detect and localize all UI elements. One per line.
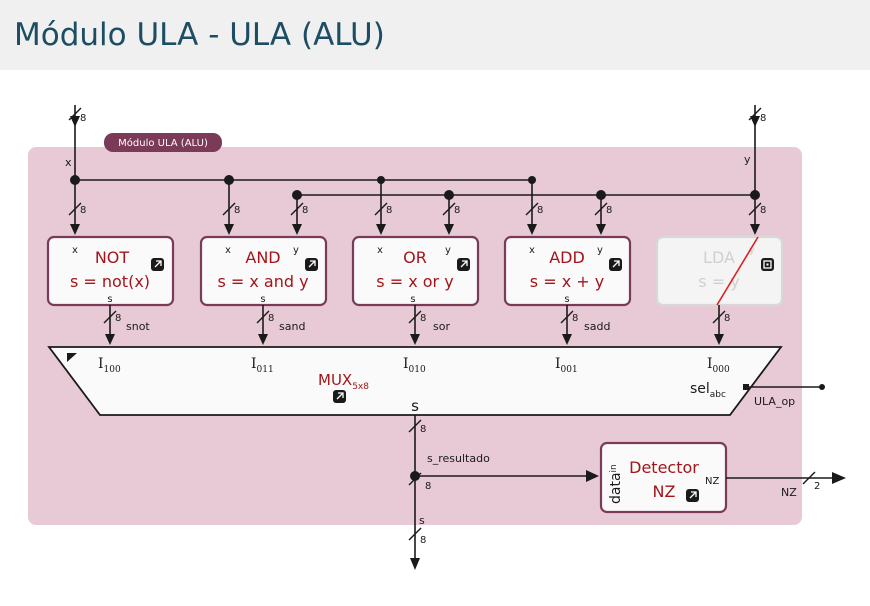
width-label: 8 <box>302 205 308 216</box>
port-label: s <box>107 294 112 305</box>
open-subcircuit-icon[interactable] <box>333 390 346 403</box>
mux-input-i001: I001 <box>555 356 578 375</box>
open-subcircuit-icon[interactable] <box>609 258 622 271</box>
width-label: 8 <box>537 205 543 216</box>
signal-x-label: x <box>65 156 72 169</box>
arrow-output-s <box>410 558 420 570</box>
block-lda-disabled[interactable]: y LDA s = y <box>655 235 784 307</box>
port-label: s <box>410 294 415 305</box>
port-label: s <box>564 294 569 305</box>
detector-title-line2: NZ <box>653 482 676 501</box>
signal-snot-label: snot <box>126 320 150 333</box>
wire-x <box>74 105 533 232</box>
signal-nz-label: NZ <box>781 486 797 499</box>
width-label: 8 <box>234 205 240 216</box>
wire-s-resultado <box>414 415 590 560</box>
signal-sand-label: sand <box>279 320 305 333</box>
block-not[interactable]: x NOT s = not(x) s <box>46 235 175 307</box>
width-label: 8 <box>386 205 392 216</box>
port-label: y <box>749 245 755 256</box>
width-label: 8 <box>454 205 460 216</box>
port-label: s <box>260 294 265 305</box>
width-label: 8 <box>572 313 578 324</box>
target-icon[interactable] <box>761 258 774 271</box>
signal-s-resultado-label: s_resultado <box>427 452 490 465</box>
junction-dots <box>70 175 760 200</box>
mux-output-label: s <box>411 397 419 415</box>
block-or[interactable]: x y OR s = x or y s <box>351 235 480 307</box>
bus-width-labels: 8 8 8 8 8 8 8 8 8 8 8 8 8 8 8 8 8 8 2 <box>80 113 820 546</box>
wire-ula-op <box>743 384 825 390</box>
open-subcircuit-icon[interactable] <box>151 258 164 271</box>
block-expression: s = x and y <box>217 272 308 291</box>
block-output-wires <box>109 305 720 338</box>
page-title: Módulo ULA - ULA (ALU) <box>14 17 385 53</box>
detector-input-label: datain <box>608 464 624 504</box>
detector-title-line1: Detector <box>629 458 699 477</box>
block-title: NOT <box>95 248 130 267</box>
width-label: 8 <box>115 313 121 324</box>
corner-marker-icon <box>67 353 77 362</box>
mux-input-i000: I000 <box>707 356 730 375</box>
width-label: 8 <box>420 313 426 324</box>
detector-nz[interactable]: datain Detector NZ NZ <box>599 441 728 514</box>
port-label: y <box>293 245 299 256</box>
width-label: 8 <box>420 424 426 435</box>
module-tag-label: Módulo ULA (ALU) <box>118 137 208 149</box>
width-label: 8 <box>420 535 426 546</box>
mux-input-i100: I100 <box>98 356 121 375</box>
input-arrows-top <box>70 116 760 127</box>
block-title: OR <box>403 248 427 267</box>
block-expression: s = y <box>698 272 739 291</box>
port-label: x <box>72 245 78 256</box>
port-label: x <box>225 245 231 256</box>
width-label: 8 <box>760 205 766 216</box>
block-add[interactable]: x y ADD s = x + y s <box>503 235 632 307</box>
arrow-nz <box>832 472 846 484</box>
module-tag <box>104 133 222 152</box>
strike-line <box>716 236 759 306</box>
width-label: 8 <box>268 313 274 324</box>
block-title: ADD <box>549 248 585 267</box>
mux-input-i011: I011 <box>251 356 274 375</box>
signal-sadd-label: sadd <box>584 320 610 333</box>
block-and[interactable]: x y AND s = x and y s <box>199 235 328 307</box>
signal-s-label: s <box>419 514 425 527</box>
width-label: 8 <box>80 113 86 124</box>
width-label: 8 <box>425 481 431 492</box>
mux-select-label: selabc <box>690 381 726 400</box>
width-label: 8 <box>724 313 730 324</box>
width-label: 8 <box>606 205 612 216</box>
block-expression: s = x + y <box>530 272 604 291</box>
signal-sor-label: sor <box>433 320 450 333</box>
port-label: x <box>377 245 383 256</box>
mux-title: MUX5x8 <box>318 371 369 392</box>
junction-dot <box>410 471 420 481</box>
open-subcircuit-icon[interactable] <box>686 489 699 502</box>
open-subcircuit-icon[interactable] <box>457 258 470 271</box>
block-input-arrows <box>70 224 760 235</box>
block-title: AND <box>245 248 280 267</box>
title-bar: Módulo ULA - ULA (ALU) <box>0 0 870 70</box>
port-label: x <box>529 245 535 256</box>
block-expression: s = x or y <box>376 272 453 291</box>
open-subcircuit-icon[interactable] <box>305 258 318 271</box>
mux-input-i010: I010 <box>403 356 426 375</box>
detector-output-label: NZ <box>705 476 719 487</box>
arrow-to-detector <box>586 470 599 482</box>
port-label: y <box>445 245 451 256</box>
port-label: y <box>597 245 603 256</box>
mux-5x8[interactable]: I100 I011 I010 I001 I000 MUX5x8 s selabc <box>47 346 783 416</box>
signal-ula-op-label: ULA_op <box>754 395 795 408</box>
block-expression: s = not(x) <box>70 272 150 291</box>
block-output-arrows <box>105 334 724 345</box>
signal-y-label: y <box>744 153 751 166</box>
width-label: 8 <box>80 205 86 216</box>
block-title: LDA <box>703 248 735 267</box>
width-label: 8 <box>760 113 766 124</box>
width-label: 2 <box>814 481 820 492</box>
